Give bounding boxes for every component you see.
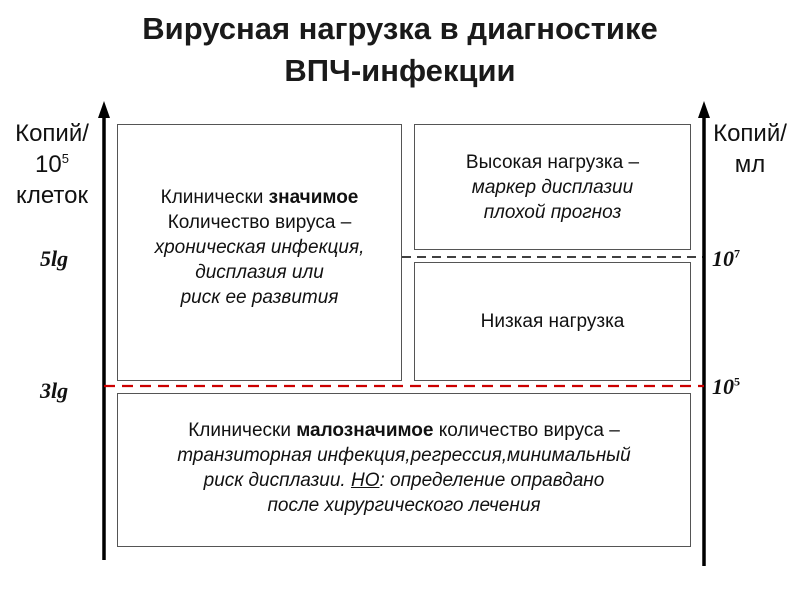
box-low-load: Низкая нагрузка	[414, 262, 691, 381]
title-line-2: ВПЧ-инфекции	[284, 53, 516, 88]
right-axis-label-line-2: мл	[734, 151, 766, 178]
significant-line-3: хроническая инфекция,	[154, 237, 365, 258]
right-tick-high: 107	[712, 246, 740, 272]
left-axis-label-line-1: Копий/	[15, 120, 89, 147]
insignificant-line-3-plain: риск дисплазии.	[203, 470, 351, 491]
box-high-load: Высокая нагрузка – маркер дисплазии плох…	[414, 124, 691, 250]
left-axis-label-line-3: клеток	[16, 182, 88, 209]
low-load-line-1: Низкая нагрузка	[480, 311, 625, 332]
right-axis-label: Копий/ мл	[706, 118, 794, 180]
insignificant-line-1: Клинически малозначимое количество вирус…	[188, 418, 620, 443]
right-tick-low-base: 10	[712, 374, 734, 399]
insignificant-line-3: риск дисплазии. НО: определение оправдан…	[204, 468, 605, 493]
left-axis-label-exp: 5	[61, 151, 69, 166]
significant-line-1: Клинически значимое	[161, 185, 359, 210]
left-axis-label-line-2: 105	[6, 149, 98, 180]
left-axis-label-base: 10	[35, 151, 62, 178]
significant-line-2: Количество вируса –	[167, 212, 352, 233]
significant-line-4: дисплазия или	[195, 262, 324, 283]
box-clinically-insignificant: Клинически малозначимое количество вирус…	[117, 393, 691, 547]
box-clinically-significant: Клинически значимое Количество вируса – …	[117, 124, 402, 381]
insignificant-line-3-rest: : определение оправдано	[379, 470, 605, 491]
right-axis-label-line-1: Копий/	[713, 120, 787, 147]
title-line-1: Вирусная нагрузка в диагностике	[142, 11, 658, 46]
left-tick-high: 5lg	[40, 246, 69, 271]
high-load-line-1: Высокая нагрузка –	[465, 151, 640, 173]
left-axis-arrow-icon	[98, 101, 110, 118]
significant-line-1-plain: Клинически	[160, 187, 269, 208]
high-load-line-3: плохой прогноз	[483, 201, 622, 223]
left-tick-low: 3lg	[40, 378, 69, 403]
high-load-line-2: маркер дисплазии	[471, 176, 634, 198]
left-axis-label: Копий/ 105 клеток	[6, 118, 98, 211]
right-axis-arrow-icon	[698, 101, 710, 118]
insignificant-line-2: транзиторная инфекция,регрессия,минималь…	[177, 445, 631, 466]
insignificant-line-1-bold: малозначимое	[296, 420, 434, 441]
right-tick-high-base: 10	[712, 246, 734, 271]
insignificant-line-3-underlined: НО	[350, 470, 380, 491]
right-tick-high-exp: 7	[734, 246, 740, 261]
significant-line-1-bold: значимое	[268, 187, 359, 208]
insignificant-line-1-plain-b: количество вируса –	[433, 420, 620, 441]
insignificant-line-4: после хирургического лечения	[267, 495, 541, 516]
right-tick-low-exp: 5	[734, 374, 740, 389]
right-tick-low: 105	[712, 374, 740, 400]
page-title: Вирусная нагрузка в диагностике ВПЧ-инфе…	[0, 8, 800, 92]
insignificant-line-1-plain-a: Клинически	[188, 420, 297, 441]
significant-line-5: риск ее развития	[180, 287, 339, 308]
